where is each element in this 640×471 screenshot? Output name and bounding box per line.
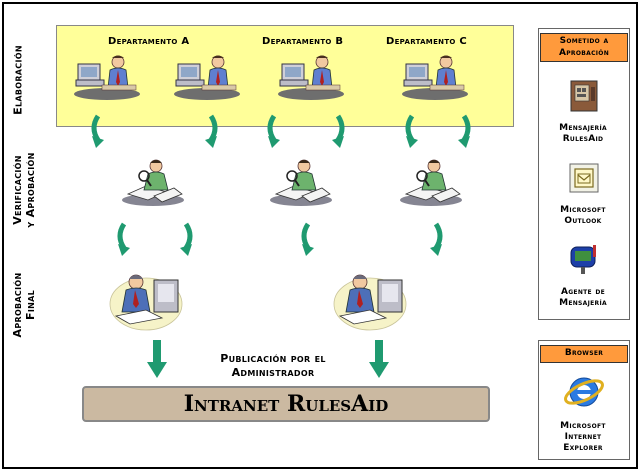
rulesaid-messaging-label-line1: Mensajería xyxy=(559,123,607,133)
approval-panel-title-line2: Aprobación xyxy=(558,48,610,58)
reviewer-with-magnifier-icon xyxy=(269,159,333,207)
rulesaid-messaging-icon xyxy=(570,80,598,112)
phase-label-elaboracion: Elaboración xyxy=(11,45,25,115)
approval-panel-header: Sometido a Aprobación xyxy=(540,33,628,62)
publication-label-line1: Publicación por el xyxy=(220,352,326,365)
browser-panel: Browser Microsoft Internet Explorer xyxy=(538,340,630,460)
outlook-label: Microsoft Outlook xyxy=(539,205,627,227)
flow-arrow-icon xyxy=(332,114,348,154)
rulesaid-messaging-label-line2: RulesAid xyxy=(562,134,604,144)
phase-label-verificacion-line1: Verificación xyxy=(11,155,24,225)
department-c-label: Departamento C xyxy=(386,36,468,47)
mailbox-agent-label: Agente de Mensajería xyxy=(539,287,627,309)
flow-arrow-icon xyxy=(205,114,221,154)
phase-label-aprobacion-line2: Final xyxy=(24,290,37,320)
internet-explorer-icon xyxy=(564,377,604,407)
phase-label-verificacion: Verificación y Aprobación xyxy=(11,152,37,227)
outlook-label-line2: Outlook xyxy=(564,216,602,226)
approval-panel: Sometido a Aprobación Mensajería RulesAi… xyxy=(538,28,630,320)
browser-panel-title: Browser xyxy=(564,348,604,358)
mailbox-agent-icon xyxy=(570,245,596,274)
worker-at-computer-icon xyxy=(401,55,469,101)
browser-panel-header: Browser xyxy=(540,345,628,363)
outlook-icon xyxy=(569,163,599,193)
flow-arrow-icon xyxy=(458,114,474,154)
mailbox-agent-label-line2: Mensajería xyxy=(559,298,607,308)
flow-arrow-icon xyxy=(90,114,106,154)
department-a-label: Departamento A xyxy=(108,36,190,47)
internet-explorer-label-line3: Explorer xyxy=(563,443,603,453)
phase-label-aprobacion-line1: Aprobación xyxy=(11,272,24,338)
down-arrow-icon xyxy=(147,340,167,378)
department-b-label: Departamento B xyxy=(262,36,344,47)
down-arrow-icon xyxy=(369,340,389,378)
worker-at-computer-icon xyxy=(277,55,345,101)
phase-label-aprobacion-final: Aprobación Final xyxy=(11,273,37,338)
reviewer-with-magnifier-icon xyxy=(121,159,185,207)
flow-arrow-icon xyxy=(180,222,196,262)
publication-label: Publicación por el Administrador xyxy=(178,352,368,380)
flow-arrow-icon xyxy=(300,222,316,262)
internet-explorer-label-line1: Microsoft xyxy=(560,421,606,431)
approver-at-desk-icon xyxy=(333,274,407,331)
worker-at-computer-icon xyxy=(73,55,141,101)
approver-at-desk-icon xyxy=(109,274,183,331)
flow-arrow-icon xyxy=(266,114,282,154)
phase-label-verificacion-line2: y Aprobación xyxy=(24,152,37,228)
worker-at-computer-icon xyxy=(173,55,241,101)
outlook-label-line1: Microsoft xyxy=(560,205,606,215)
flow-arrow-icon xyxy=(116,222,132,262)
reviewer-with-magnifier-icon xyxy=(399,159,463,207)
internet-explorer-label-line2: Internet xyxy=(564,432,602,442)
internet-explorer-label: Microsoft Internet Explorer xyxy=(539,421,627,454)
approval-panel-title-line1: Sometido a xyxy=(559,36,609,46)
rulesaid-messaging-label: Mensajería RulesAid xyxy=(539,123,627,145)
flow-arrow-icon xyxy=(404,114,420,154)
publication-label-line2: Administrador xyxy=(231,366,315,379)
intranet-title: Intranet RulesAid xyxy=(183,391,389,417)
intranet-rulesaid-box: Intranet RulesAid xyxy=(82,386,490,422)
flow-arrow-icon xyxy=(430,222,446,262)
mailbox-agent-label-line1: Agente de xyxy=(560,287,606,297)
